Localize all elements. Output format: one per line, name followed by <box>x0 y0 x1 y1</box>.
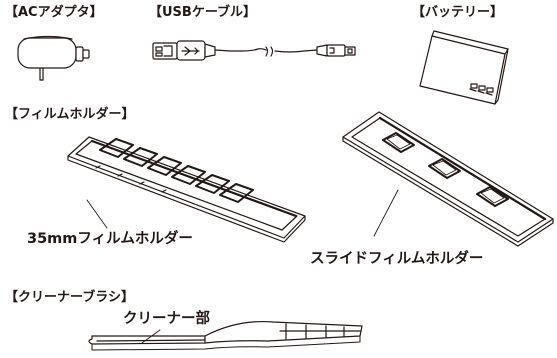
battery-illustration <box>419 30 509 105</box>
ac-adapter-heading: 【ACアダプタ】 <box>5 5 103 20</box>
slide-film-caption: スライドフィルムホルダー <box>310 251 484 267</box>
cleaner-part-caption: クリーナー部 <box>123 311 210 327</box>
usb-cable-illustration <box>152 40 356 61</box>
ac-adapter-illustration <box>17 35 90 81</box>
cleaner-brush-heading: 【クリーナーブラシ】 <box>5 290 134 305</box>
film-35mm-holder-illustration <box>67 136 306 243</box>
cleaner-brush-illustration <box>88 320 363 351</box>
battery-heading: 【バッテリー】 <box>412 5 504 20</box>
film-35mm-caption: 35mmフィルムホルダー <box>27 231 193 247</box>
film-holder-heading: 【フィルムホルダー】 <box>5 107 135 122</box>
slide-film-holder-illustration <box>342 111 554 247</box>
usb-cable-heading: 【USBケーブル】 <box>149 5 257 20</box>
